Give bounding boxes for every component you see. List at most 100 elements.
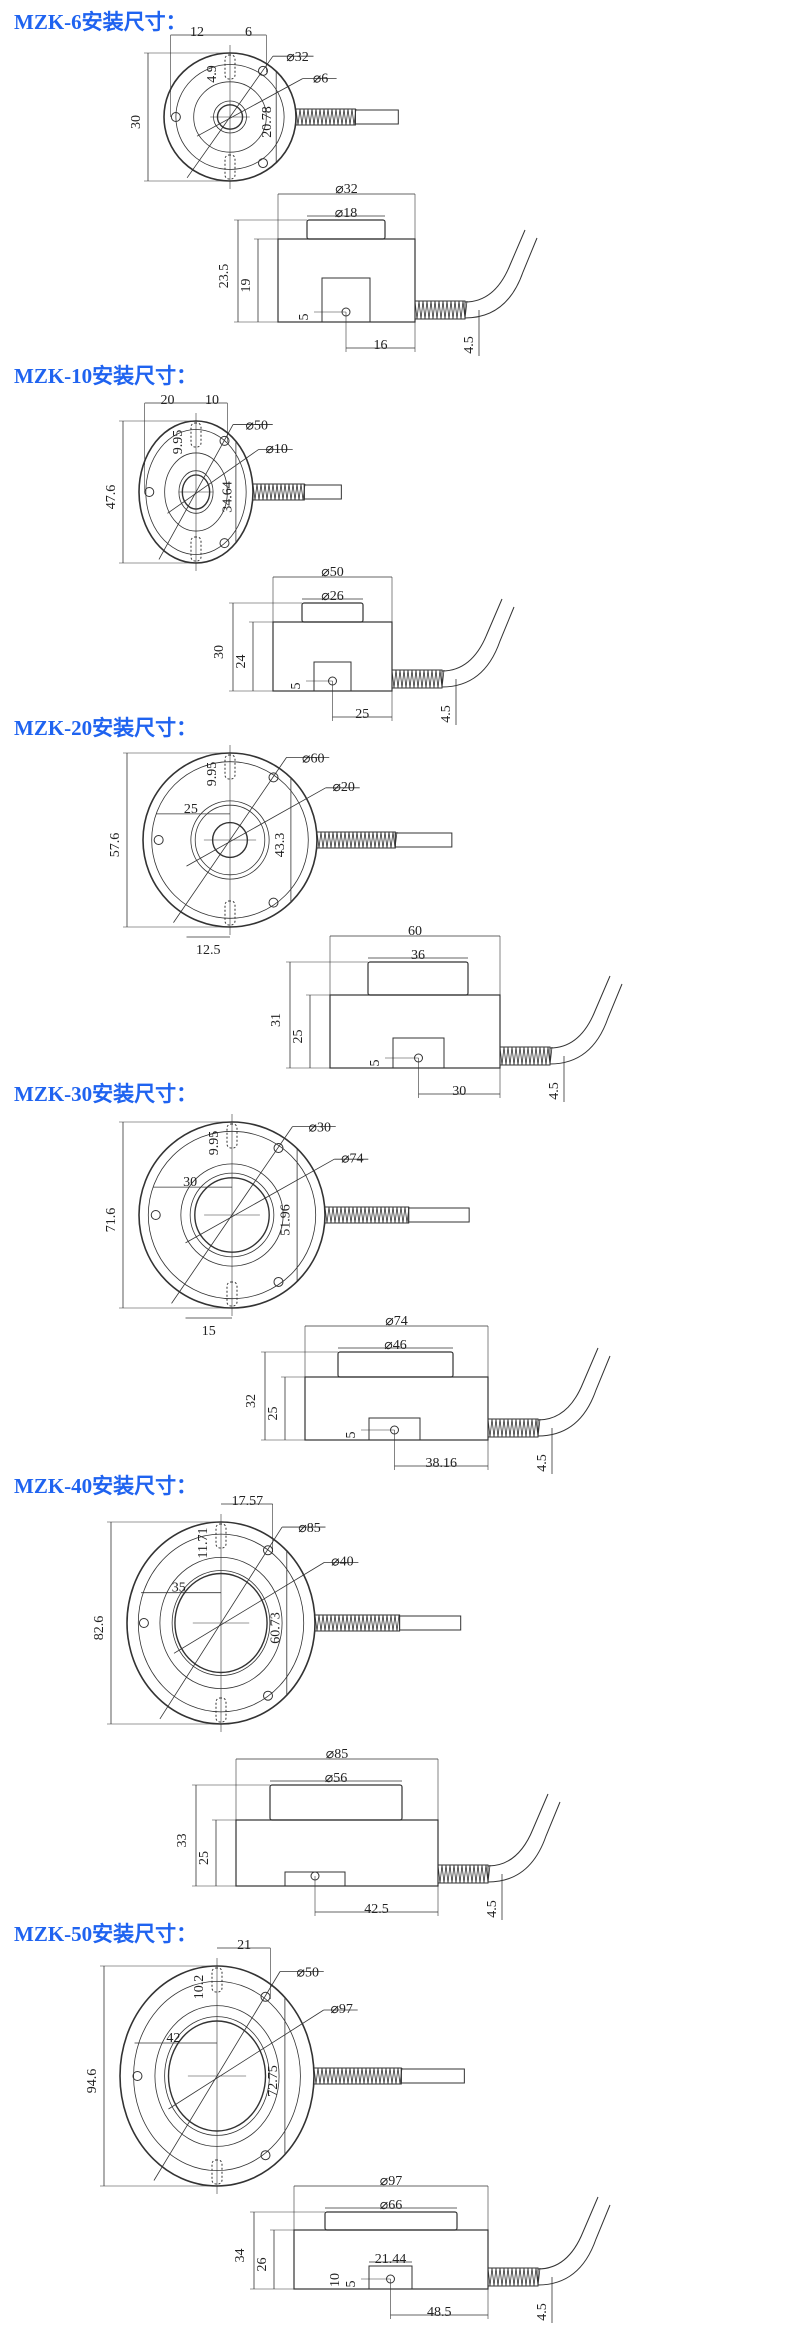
mounting-hole <box>150 1210 161 1220</box>
side-view-label: ⌀32 <box>335 182 357 197</box>
top-view-label: 71.6 <box>104 1208 119 1233</box>
side-view-label: ⌀18 <box>335 206 357 221</box>
side-view-label: 30 <box>452 1084 466 1099</box>
cable <box>354 109 399 125</box>
diameter-leader <box>173 1562 325 1654</box>
mounting-slot <box>215 1523 227 1549</box>
load-button <box>367 961 469 996</box>
mounting-slot <box>224 754 236 780</box>
housing-side <box>235 1819 439 1887</box>
top-view-label: ⌀32 <box>286 50 308 65</box>
top-view-label: 30 <box>129 115 144 129</box>
side-view-label: 25 <box>197 1851 212 1865</box>
side-view-label: 38.16 <box>426 1456 458 1471</box>
side-view-label: ⌀97 <box>380 2174 402 2189</box>
mounting-hole <box>258 158 268 169</box>
diameter-leader <box>173 757 287 923</box>
top-view-label: 10.2 <box>192 1975 207 2000</box>
side-view-label: 5 <box>344 2281 359 2288</box>
top-view-label: 10 <box>205 393 219 408</box>
diameter-leader <box>186 787 326 867</box>
side-view-label: 5 <box>344 1432 359 1439</box>
mounting-hole <box>258 65 268 76</box>
mounting-slot <box>226 1281 238 1307</box>
cable-strain-relief <box>295 108 357 126</box>
top-view-label: 21 <box>237 1938 251 1953</box>
load-button <box>301 602 364 623</box>
cable-strain-relief <box>499 1046 553 1066</box>
side-view-label: 32 <box>244 1394 259 1408</box>
cable-strain-relief <box>314 1614 400 1632</box>
mounting-slot <box>224 54 236 80</box>
top-view-label: 34.64 <box>220 481 235 513</box>
top-view-label: 9.95 <box>207 1131 222 1156</box>
mounting-slot <box>211 1967 223 1993</box>
side-view-label: 25 <box>291 1030 306 1044</box>
side-view-label: 33 <box>175 1834 190 1848</box>
top-view-label: 12.5 <box>196 943 221 958</box>
top-view-label: 94.6 <box>85 2069 100 2094</box>
mounting-hole <box>138 1618 149 1628</box>
top-view-label: 17.57 <box>232 1494 264 1509</box>
side-view-label: 5 <box>297 314 312 321</box>
mounting-hole <box>273 1276 284 1287</box>
top-view-label: 30 <box>183 1175 197 1190</box>
mounting-hole <box>132 2071 143 2081</box>
cable <box>400 2068 465 2084</box>
section-title-mzk-50: MZK-50安装尺寸： <box>14 1922 198 1946</box>
top-view-label: 43.3 <box>273 833 288 858</box>
side-view-label: ⌀56 <box>325 1771 347 1786</box>
cable <box>537 2196 611 2286</box>
side-view-label: 60 <box>408 924 422 939</box>
mounting-slot <box>226 1123 238 1149</box>
housing-side <box>277 238 416 323</box>
mounting-slot <box>224 154 236 180</box>
load-button <box>337 1351 454 1378</box>
load-button <box>269 1784 403 1821</box>
mounting-hole <box>219 538 230 549</box>
mounting-slot <box>190 536 202 562</box>
diameter-leader <box>153 1971 281 2181</box>
load-button <box>324 2211 458 2231</box>
side-view-label: 26 <box>255 2258 270 2272</box>
cable-strain-relief <box>252 483 306 501</box>
top-view-label: ⌀74 <box>341 1151 363 1166</box>
side-view-label: 31 <box>269 1013 284 1027</box>
diameter-leader <box>158 424 234 560</box>
mounting-hole <box>268 772 279 783</box>
top-view-label: 9.95 <box>171 430 186 455</box>
side-view-label: ⌀85 <box>326 1747 348 1762</box>
side-view-label: 25 <box>355 707 369 722</box>
cable <box>537 1347 611 1437</box>
side-view-label: 10 <box>328 2273 343 2287</box>
side-view-label: 21.44 <box>375 2252 407 2267</box>
top-view-label: ⌀60 <box>302 751 324 766</box>
mounting-hole <box>260 1991 271 2002</box>
top-view-label: 12 <box>190 25 204 40</box>
cable <box>303 484 342 500</box>
top-view-label: ⌀30 <box>309 1121 331 1136</box>
side-view-label: ⌀26 <box>321 589 343 604</box>
top-view-label: ⌀10 <box>265 442 287 457</box>
diameter-leader <box>171 1126 293 1304</box>
top-view-label: 15 <box>202 1324 216 1339</box>
mounting-slot <box>211 2159 223 2185</box>
top-view-label: 60.73 <box>268 1612 283 1644</box>
diameter-leader <box>168 2009 324 2110</box>
cable-strain-relief <box>414 300 468 320</box>
diameter-leader <box>167 449 259 514</box>
side-view-label: 25 <box>266 1407 281 1421</box>
cable <box>408 1207 470 1223</box>
side-view-label: ⌀66 <box>380 2198 402 2213</box>
